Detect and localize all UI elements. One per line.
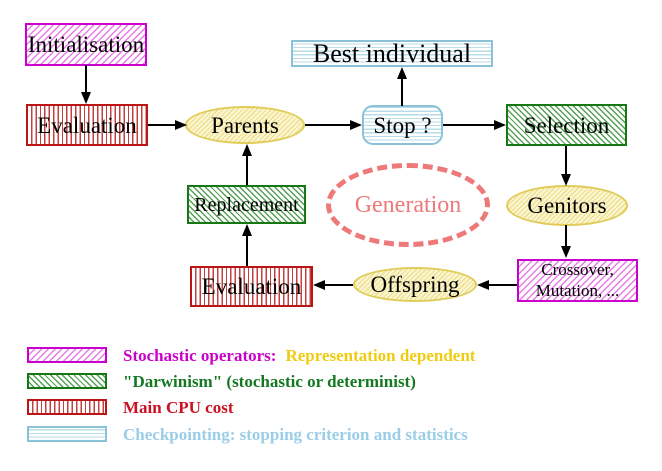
node-best-individual-label: Best individual: [312, 38, 472, 68]
node-genitors-label: Genitors: [527, 193, 607, 218]
legend-row-darwinism: "Darwinism" (stochastic or determinist): [27, 371, 416, 391]
node-crossover-line2: Mutation, ...: [535, 280, 620, 300]
arrow-offspring-to-evaluation-line: [325, 284, 353, 286]
node-best-individual: Best individual: [291, 40, 493, 67]
arrow-genitors-to-crossover-head: [561, 246, 571, 258]
node-genitors: Genitors: [506, 185, 628, 226]
arrow-replacement-to-parents-line: [246, 156, 248, 185]
legend-label-cpu: Main CPU cost: [123, 397, 234, 417]
arrow-initialisation-to-evaluation-line: [85, 65, 87, 93]
generation-cycle-ellipse: Generation: [326, 163, 490, 247]
node-selection: Selection: [506, 104, 627, 146]
generation-label: Generation: [354, 192, 462, 218]
legend-label-darwinism: "Darwinism" (stochastic or determinist): [123, 371, 416, 391]
node-initialisation: Initialisation: [25, 23, 147, 66]
node-stop: Stop ?: [362, 105, 443, 145]
node-offspring: Offspring: [353, 267, 477, 302]
node-parents: Parents: [185, 106, 305, 144]
arrow-stop-to-selection-head: [494, 120, 506, 130]
legend-row-checkpointing: Checkpointing: stopping criterion and st…: [27, 424, 468, 444]
node-selection-label: Selection: [523, 112, 610, 138]
arrow-evaluation-to-parents-head: [175, 120, 187, 130]
legend-label-checkpointing: Checkpointing: stopping criterion and st…: [123, 424, 468, 444]
arrow-stop-to-selection-line: [443, 124, 494, 126]
node-evaluation-bottom: Evaluation: [190, 266, 313, 307]
node-evaluation-top-label: Evaluation: [37, 112, 137, 138]
legend-swatch-magenta-hatch: [27, 347, 107, 363]
node-crossover-mutation: Crossover, Mutation, ...: [517, 259, 638, 302]
arrow-crossover-to-offspring-head: [477, 280, 489, 290]
arrow-replacement-to-parents-head: [242, 144, 252, 156]
arrow-evaluation-to-replacement-line: [246, 236, 248, 266]
legend-row-stochastic: Stochastic operators: Representation dep…: [27, 345, 475, 365]
node-offspring-label: Offspring: [370, 272, 460, 297]
arrow-selection-to-genitors-line: [565, 146, 567, 174]
arrow-stop-to-best-individual-line: [401, 79, 403, 106]
legend-swatch-red-stripes: [27, 399, 107, 415]
arrow-evaluation-to-parents-line: [148, 124, 175, 126]
node-stop-label: Stop ?: [373, 112, 432, 138]
node-evaluation-bottom-label: Evaluation: [201, 274, 302, 299]
arrow-offspring-to-evaluation-head: [313, 280, 325, 290]
arrow-initialisation-to-evaluation-head: [81, 92, 91, 104]
arrow-evaluation-to-replacement-head: [242, 224, 252, 236]
node-parents-label: Parents: [211, 112, 279, 138]
arrow-parents-to-stop-head: [350, 120, 362, 130]
arrow-selection-to-genitors-head: [561, 174, 571, 186]
arrow-parents-to-stop-line: [305, 124, 350, 126]
arrow-stop-to-best-individual-head: [397, 67, 407, 79]
legend-swatch-green-hatch: [27, 373, 107, 389]
node-evaluation-top: Evaluation: [26, 104, 148, 146]
arrow-genitors-to-crossover-line: [565, 225, 567, 246]
legend-row-cpu: Main CPU cost: [27, 397, 233, 417]
legend-label-representation: Representation dependent: [285, 345, 476, 365]
legend-swatch-cyan-stripes: [27, 426, 107, 442]
legend-label-stochastic: Stochastic operators:: [123, 345, 277, 365]
node-replacement-label: Replacement: [194, 193, 299, 216]
node-initialisation-label: Initialisation: [27, 32, 145, 57]
node-crossover-line1: Crossover,: [541, 260, 614, 280]
arrow-crossover-to-offspring-line: [489, 284, 517, 286]
node-replacement: Replacement: [187, 185, 306, 224]
